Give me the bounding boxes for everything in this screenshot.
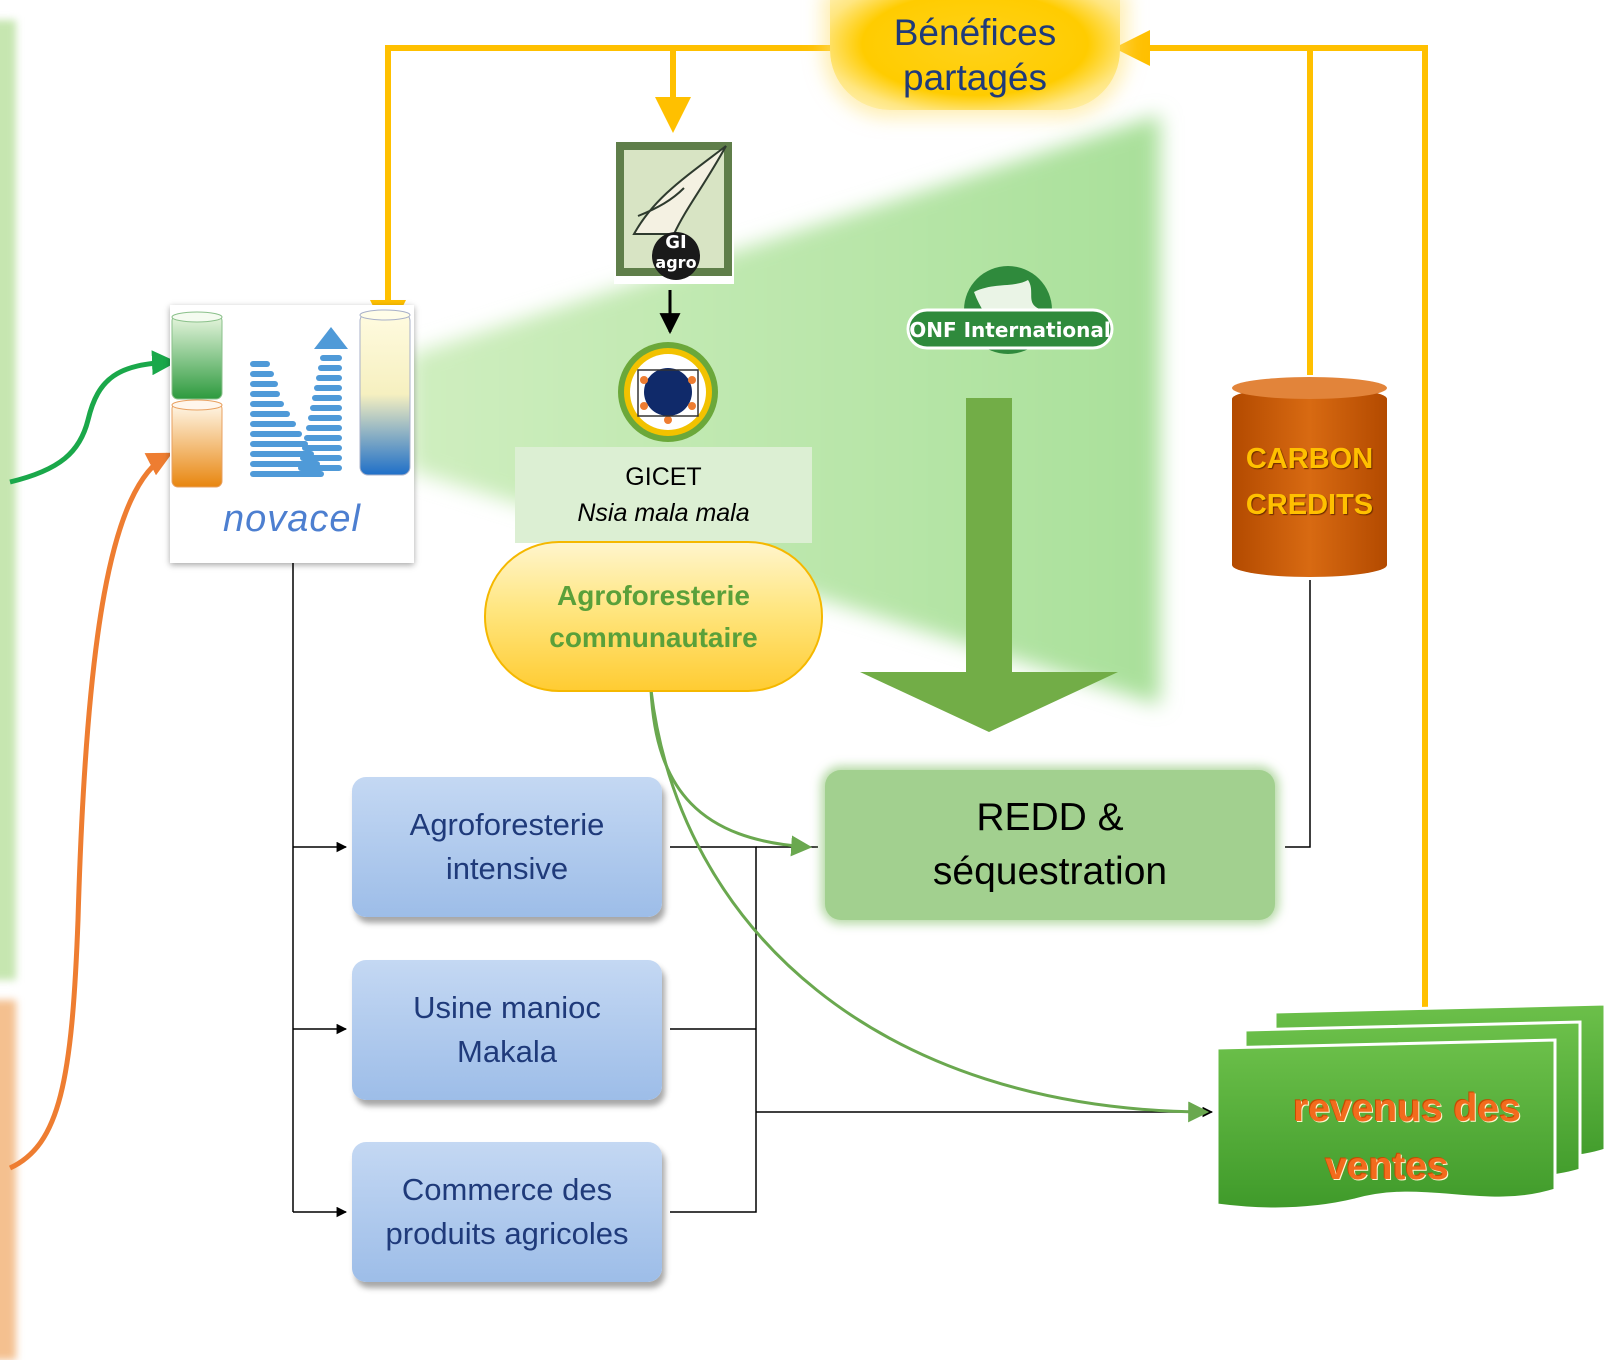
agro-intensive-line2: intensive: [445, 851, 569, 886]
commerce-line2: produits agricoles: [385, 1216, 629, 1251]
box-commerce-produits: Commerce des produits agricoles: [352, 1142, 662, 1282]
redd-line2: séquestration: [932, 850, 1168, 893]
gicet-emblem: [618, 342, 718, 442]
yellow-arrow-to-novacel: [370, 45, 830, 336]
onf-international-logo: ONF International: [906, 266, 1114, 354]
agro-comm-line2: communautaire: [549, 621, 758, 653]
giagro-logo-graphic: GI agro: [616, 142, 732, 280]
agro-comm-to-revenus-arrow: [649, 689, 1210, 1123]
redd-line1: REDD &: [976, 796, 1124, 839]
revenus-documents: [1215, 1002, 1607, 1211]
giagro-logo: GI agro: [614, 138, 734, 284]
agroforesterie-communautaire-node: Agroforesterie communautaire: [484, 541, 823, 692]
benefices-line1: Bénéfices: [893, 12, 1057, 53]
novacel-logo-text: novacel: [223, 498, 361, 540]
usine-line2: Makala: [457, 1034, 557, 1069]
big-green-down-arrow: [860, 398, 1118, 732]
novacel-logo-graphic: [171, 309, 411, 488]
box-usine-manioc: Usine manioc Makala: [352, 960, 662, 1100]
carbon-credits-cylinder: CARBON CREDITS: [1232, 377, 1387, 577]
redd-to-carbon-line: [1285, 580, 1311, 848]
left-green-band: [0, 20, 16, 980]
left-orange-band: [0, 1000, 16, 1360]
agro-intensive-line1: Agroforesterie: [409, 807, 605, 842]
green-curved-arrow: [9, 350, 177, 485]
giagro-agro-text: agro: [655, 253, 696, 272]
onf-logo-text: ONF International: [909, 318, 1111, 342]
redd-sequestration-box: REDD & séquestration: [825, 770, 1275, 920]
revenus-text: revenus des ventes: [1242, 1080, 1572, 1196]
gicet-subtitle: Nsia mala mala: [577, 499, 750, 527]
novacel-logo: novacel: [170, 305, 414, 563]
commerce-line1: Commerce des: [401, 1172, 613, 1207]
revenus-line2: ventes: [1325, 1145, 1449, 1188]
benefices-partages-badge: Bénéfices partagés: [830, 0, 1120, 110]
usine-line1: Usine manioc: [413, 990, 601, 1025]
agro-comm-to-redd-arrow: [649, 689, 813, 857]
benefices-line2: partagés: [903, 57, 1047, 98]
carbon-line2: CREDITS: [1245, 489, 1374, 521]
revenus-line1: revenus des: [1293, 1087, 1521, 1130]
box-agroforesterie-intensive: Agroforesterie intensive: [352, 777, 662, 917]
gicet-caption: GICET Nsia mala mala: [515, 447, 812, 543]
carbon-line1: CARBON: [1245, 443, 1374, 475]
yellow-arrow-from-revenus: [1114, 30, 1428, 1030]
revenus-page-front: [1215, 1038, 1557, 1211]
giagro-gi-text: GI: [665, 232, 686, 253]
orange-curved-arrow: [8, 452, 173, 1171]
gicet-name: GICET: [625, 463, 702, 491]
agro-comm-line1: Agroforesterie: [557, 579, 750, 611]
